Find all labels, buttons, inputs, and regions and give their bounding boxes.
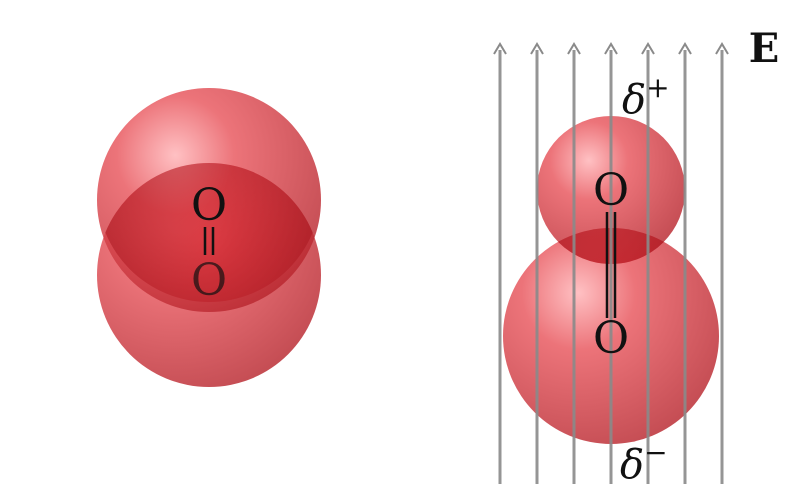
left-overlap-region — [97, 163, 321, 302]
delta-minus-label: δ− — [620, 436, 668, 488]
electric-field-lines — [493, 42, 729, 484]
left-molecule: O O — [97, 88, 321, 387]
right-top-atom-label: O — [593, 165, 629, 216]
field-arrowhead — [604, 42, 618, 55]
left-top-atom-label: O — [191, 180, 227, 231]
field-arrowhead — [641, 42, 655, 55]
delta-plus-sign: + — [646, 71, 669, 104]
delta-minus-sign: − — [644, 436, 667, 469]
delta-plus-label: δ+ — [622, 71, 670, 123]
left-bottom-atom-label: O — [191, 255, 227, 306]
delta-plus-symbol: δ — [622, 77, 646, 123]
right-molecule-labels: O O δ+ δ− — [593, 71, 670, 488]
field-arrowhead — [567, 42, 581, 55]
right-bottom-atom-label: O — [593, 313, 629, 364]
field-arrowhead — [678, 42, 692, 55]
field-arrowhead — [715, 42, 729, 55]
field-arrowhead — [493, 42, 507, 55]
delta-minus-symbol: δ — [620, 442, 644, 488]
electric-field-label: E — [749, 25, 780, 72]
field-arrowhead — [530, 42, 544, 55]
